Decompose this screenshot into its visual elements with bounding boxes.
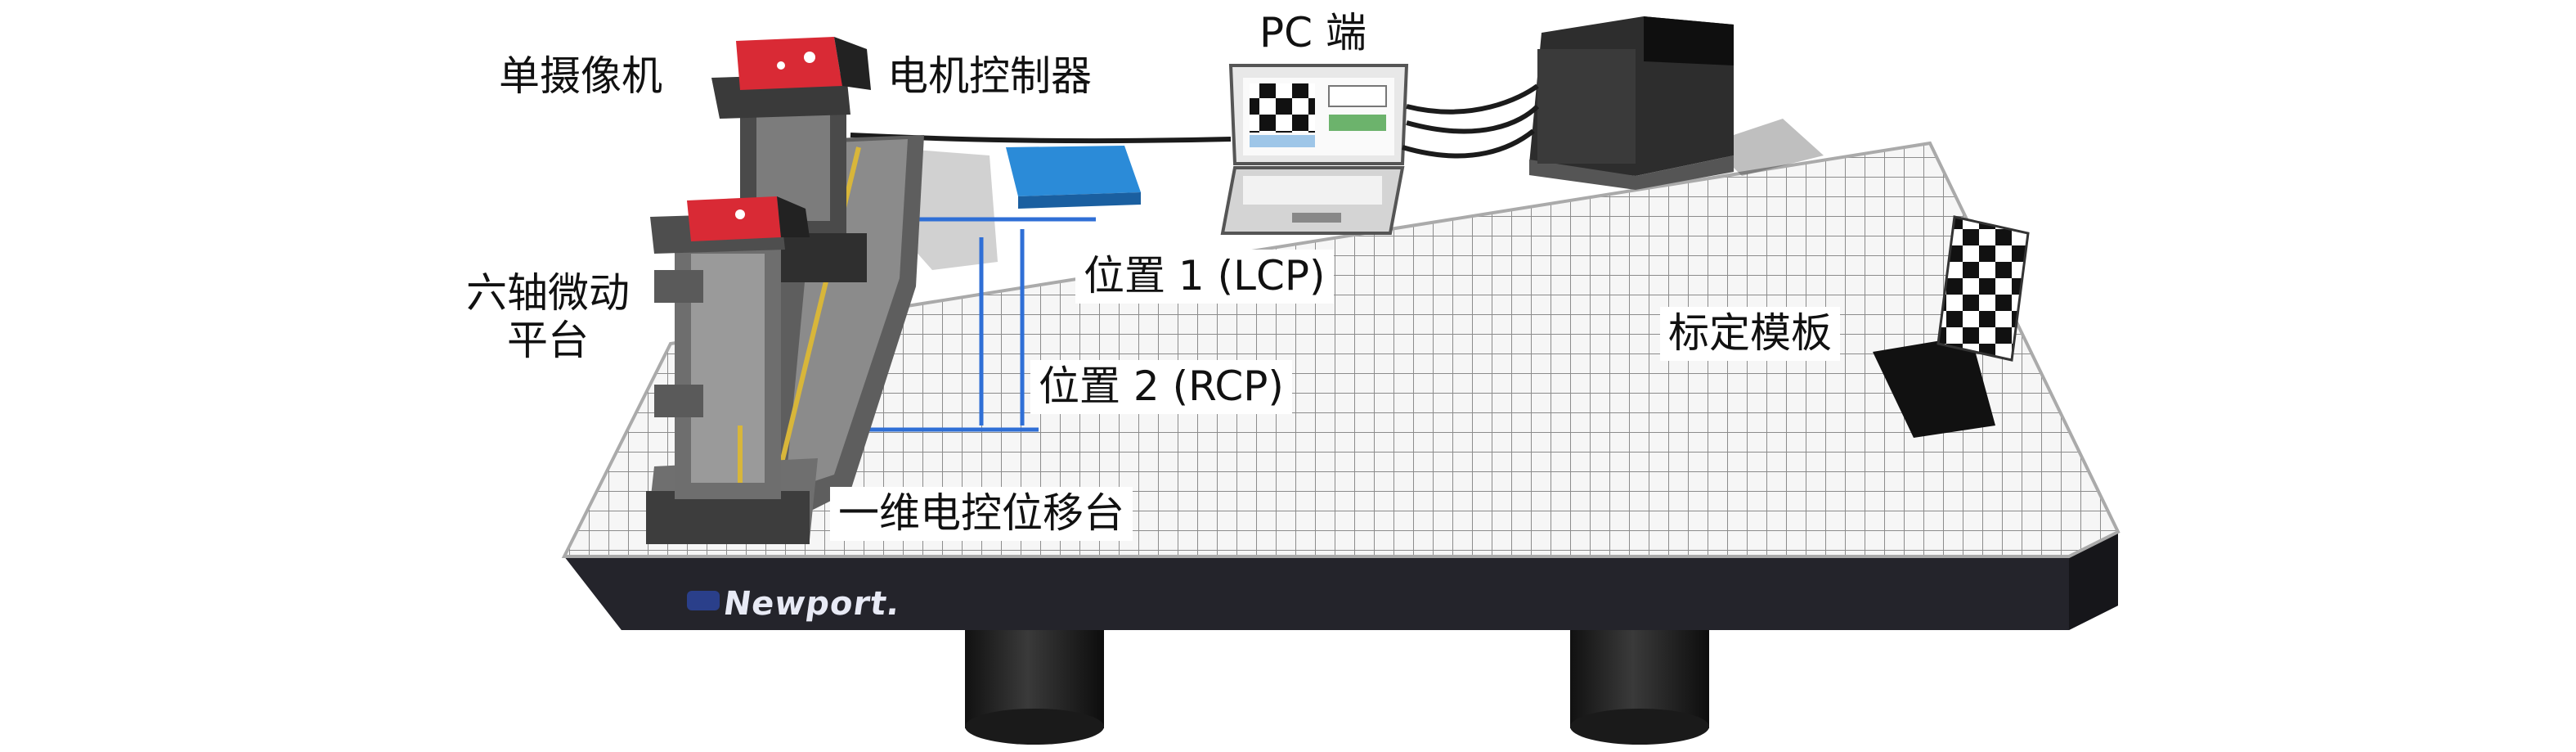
label-pc: PC 端 xyxy=(1259,9,1367,56)
label-single-camera: 单摄像机 xyxy=(499,52,662,100)
calibration-board xyxy=(1873,215,2030,438)
camera-2-assembly xyxy=(650,196,810,499)
label-position-1: 位置 1 (LCP) xyxy=(1075,250,1334,304)
camera-1-assembly xyxy=(711,37,871,282)
brand-logo: Newport. xyxy=(720,585,903,623)
optical-table xyxy=(561,141,2120,630)
label-hexapod-line2: 平台 xyxy=(507,316,589,364)
label-hexapod: 六轴微动 平台 xyxy=(466,269,630,364)
label-hexapod-line1: 六轴微动 xyxy=(466,269,630,317)
label-calibration-board: 标定模板 xyxy=(1660,307,1840,361)
label-position-2: 位置 2 (RCP) xyxy=(1030,360,1292,414)
label-motor-controller: 电机控制器 xyxy=(887,52,1092,100)
label-linear-stage: 一维电控位移台 xyxy=(830,487,1133,541)
brand-logo-mark xyxy=(687,591,720,610)
host-equipment xyxy=(1529,16,1734,190)
pc-laptop xyxy=(1220,64,1409,235)
motor-controller xyxy=(1006,146,1141,209)
